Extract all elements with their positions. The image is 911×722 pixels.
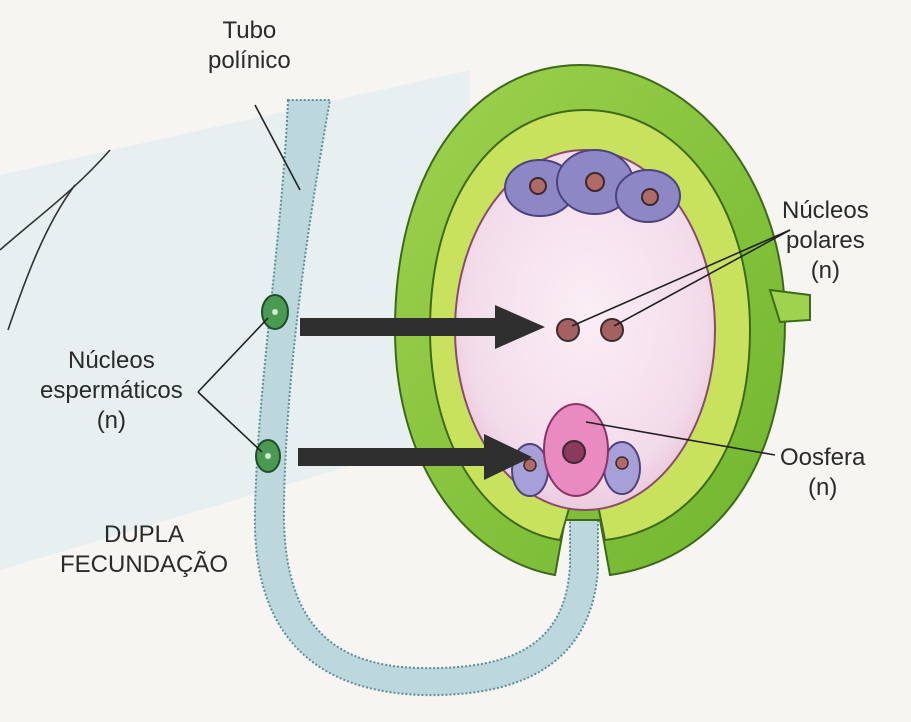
sperm-nucleus-dot bbox=[265, 453, 271, 459]
label-line: FECUNDAÇÃO bbox=[60, 550, 228, 580]
label-line: (n) bbox=[782, 256, 869, 286]
label-line: espermáticos bbox=[40, 376, 183, 406]
egg-nucleus bbox=[563, 441, 585, 463]
label-nucleos-polares: Núcleos polares (n) bbox=[782, 196, 869, 286]
synergid-nucleus bbox=[524, 459, 536, 471]
label-line: (n) bbox=[40, 406, 183, 436]
label-dupla-fecundacao: DUPLA FECUNDAÇÃO bbox=[60, 520, 228, 580]
label-nucleos-espermaticos: Núcleos espermáticos (n) bbox=[40, 346, 183, 436]
label-line: Oosfera bbox=[780, 443, 865, 473]
label-line: Núcleos bbox=[40, 346, 183, 376]
label-oosfera: Oosfera (n) bbox=[780, 443, 865, 503]
label-line: Tubo bbox=[208, 16, 291, 46]
label-line: Núcleos bbox=[782, 196, 869, 226]
label-line: polares bbox=[782, 226, 869, 256]
label-line: polínico bbox=[208, 46, 291, 76]
label-line: (n) bbox=[780, 473, 865, 503]
synergid-nucleus bbox=[616, 457, 628, 469]
label-tubo-polinico: Tubo polínico bbox=[208, 16, 291, 76]
label-line: DUPLA bbox=[60, 520, 228, 550]
polar-nucleus bbox=[557, 319, 579, 341]
sperm-nucleus-dot bbox=[272, 309, 278, 315]
